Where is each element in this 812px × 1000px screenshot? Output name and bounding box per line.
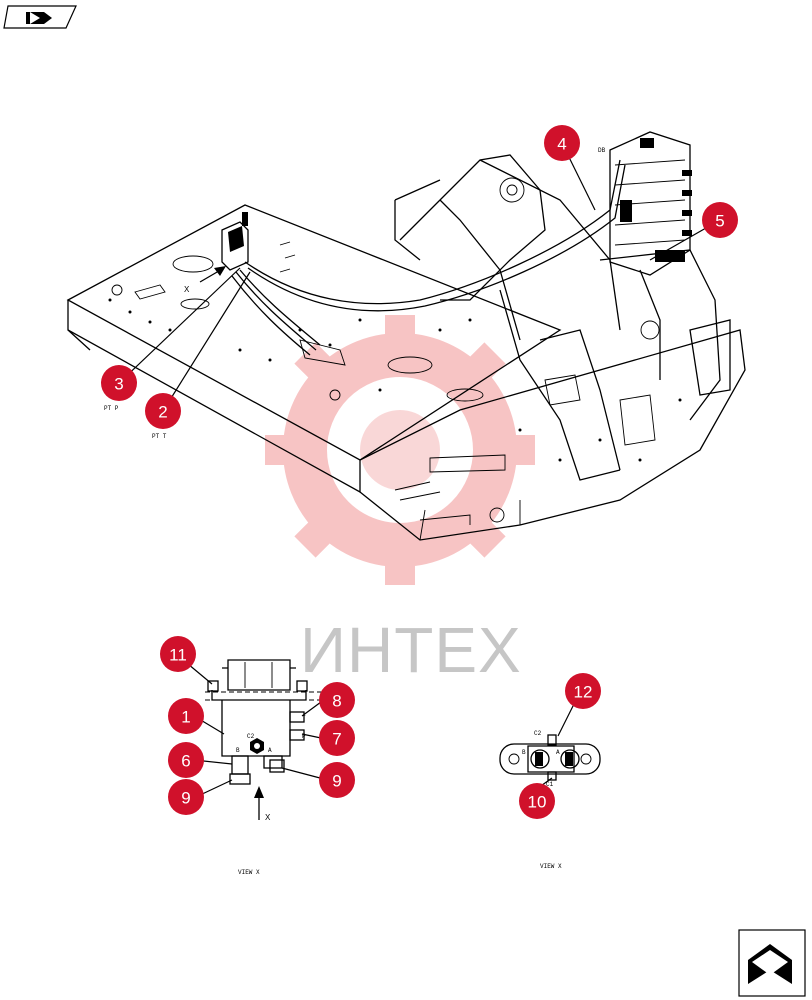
- watermark-text: ИНТЕХ: [300, 614, 522, 686]
- detail-right-drawing: C2 C1 B A VIEW X: [499, 730, 601, 870]
- svg-text:1: 1: [181, 708, 190, 727]
- back-arrow-icon[interactable]: [3, 5, 77, 29]
- port-p-label: P: [302, 733, 306, 740]
- callout-1: 1: [168, 698, 204, 734]
- port-t-label: T: [302, 715, 306, 722]
- right-port-c2-label: C2: [534, 730, 542, 737]
- callout-5: 5: [702, 202, 738, 238]
- pilot-hose-lines: [231, 159, 626, 366]
- callout-8: 8: [319, 682, 355, 718]
- port-a-label: A: [268, 747, 272, 754]
- svg-text:11: 11: [169, 646, 187, 665]
- svg-text:6: 6: [181, 752, 190, 771]
- svg-text:10: 10: [528, 793, 547, 812]
- callout-11: 11: [160, 636, 196, 672]
- svg-text:8: 8: [332, 692, 341, 711]
- right-port-a-label: A: [556, 749, 560, 756]
- view-x-letter: X: [184, 285, 190, 294]
- callout-10: 10: [519, 783, 555, 819]
- detail-left-caption: VIEW X: [238, 869, 260, 876]
- port-c2-label: C2: [247, 733, 255, 740]
- svg-text:2: 2: [158, 403, 167, 422]
- svg-text:3: 3: [114, 375, 123, 394]
- watermark-logo: [265, 315, 535, 585]
- port-note-p: PT P: [104, 405, 119, 412]
- right-port-b-label: B: [522, 749, 526, 756]
- svg-text:5: 5: [715, 212, 724, 231]
- detail-left-drawing: T P C2 B A X VIEW X: [205, 659, 330, 876]
- right-port-c1-label: C1: [546, 781, 554, 788]
- view-x-arrow: X: [184, 266, 226, 294]
- svg-text:4: 4: [557, 135, 566, 154]
- svg-text:7: 7: [332, 730, 341, 749]
- svg-text:12: 12: [574, 683, 593, 702]
- callout-7: 7: [319, 720, 355, 756]
- forward-arrow-icon[interactable]: [738, 929, 806, 997]
- callout-4: 4: [544, 125, 580, 161]
- port-note-t: PT T: [152, 433, 167, 440]
- port-b-label: B: [236, 747, 240, 754]
- pilot-valve-assembly: [221, 212, 249, 271]
- callout-12: 12: [565, 673, 601, 709]
- detail-left-arrow-label: X: [265, 813, 271, 822]
- callout-3: 3: [101, 365, 137, 401]
- callout-2: 2: [145, 393, 181, 429]
- upper-frame-drawing: [66, 154, 746, 541]
- control-valve-assembly: DB: [598, 131, 692, 276]
- callout-6: 6: [168, 742, 204, 778]
- callout-9a: 9: [168, 779, 204, 815]
- svg-text:9: 9: [181, 789, 190, 808]
- detail-right-caption: VIEW X: [540, 863, 562, 870]
- db-port-label: DB: [598, 147, 606, 154]
- svg-text:9: 9: [332, 772, 341, 791]
- callout-9b: 9: [319, 762, 355, 798]
